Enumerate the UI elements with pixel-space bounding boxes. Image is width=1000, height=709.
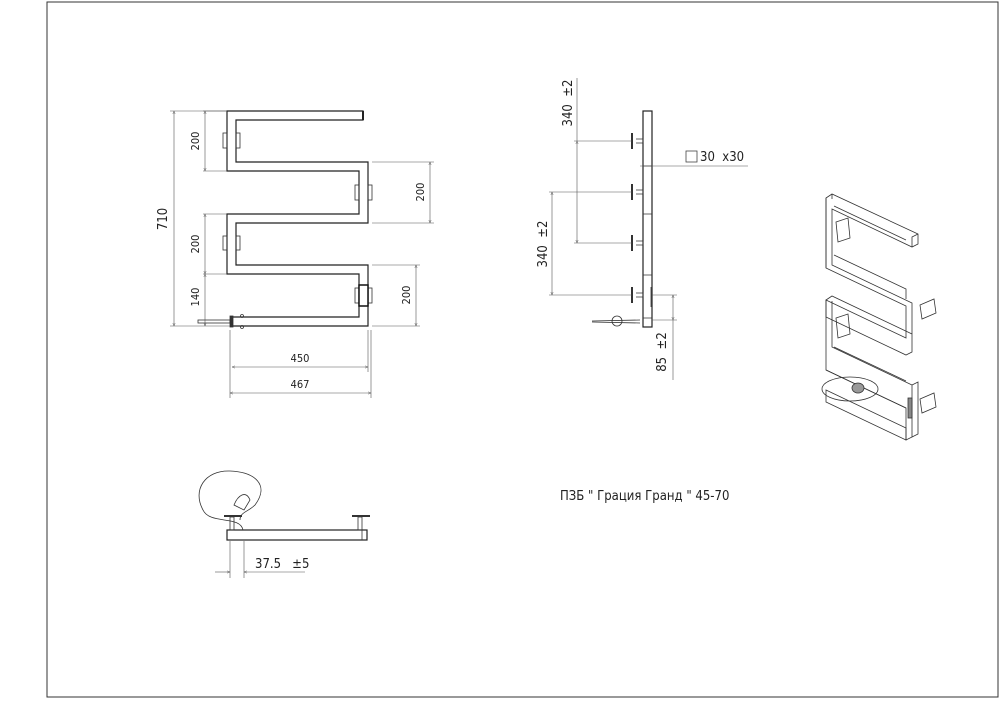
wall-bracket bbox=[222, 132, 373, 304]
heater-control-box bbox=[358, 284, 369, 307]
dim-200-mid-left: 200 bbox=[189, 235, 202, 254]
power-cable bbox=[197, 314, 244, 329]
isometric-view bbox=[821, 193, 937, 441]
dim-450: 450 bbox=[291, 352, 310, 365]
dim-710: 710 bbox=[156, 208, 171, 230]
product-title: ПЗБ " Грация Гранд " 45-70 bbox=[560, 489, 729, 504]
dim-340-top: 340 ±2 bbox=[561, 80, 576, 127]
top-mount-pins bbox=[224, 515, 370, 531]
dim-37-5: 37.5 ±5 bbox=[255, 557, 309, 572]
front-view: 710 200 200 140 200 200 450 467 bbox=[156, 110, 434, 398]
drawing-frame bbox=[46, 1, 999, 698]
wall-mount-pins bbox=[631, 133, 644, 303]
side-tube bbox=[642, 110, 653, 328]
dim-200-right-top: 200 bbox=[414, 183, 427, 202]
dim-140: 140 bbox=[189, 288, 202, 307]
dim-467: 467 bbox=[291, 378, 310, 391]
dim-200-right-bottom: 200 bbox=[400, 286, 413, 305]
side-view: 30 x30 340 ±2 340 ±2 85 ±2 bbox=[536, 78, 748, 380]
dim-85: 85 ±2 bbox=[655, 332, 670, 372]
top-tube bbox=[226, 529, 368, 541]
top-view: 37.5 ±5 bbox=[198, 470, 370, 578]
dim-340-bottom: 340 ±2 bbox=[536, 221, 551, 268]
dim-profile: 30 x30 bbox=[700, 150, 744, 165]
dimension-lines bbox=[170, 111, 434, 398]
side-cable bbox=[591, 315, 641, 327]
end-cap bbox=[362, 111, 364, 120]
towel-rail-tube bbox=[226, 110, 369, 327]
dim-200-top-left: 200 bbox=[189, 132, 202, 151]
square-profile-symbol bbox=[685, 150, 698, 163]
top-cable-loop bbox=[198, 470, 262, 531]
